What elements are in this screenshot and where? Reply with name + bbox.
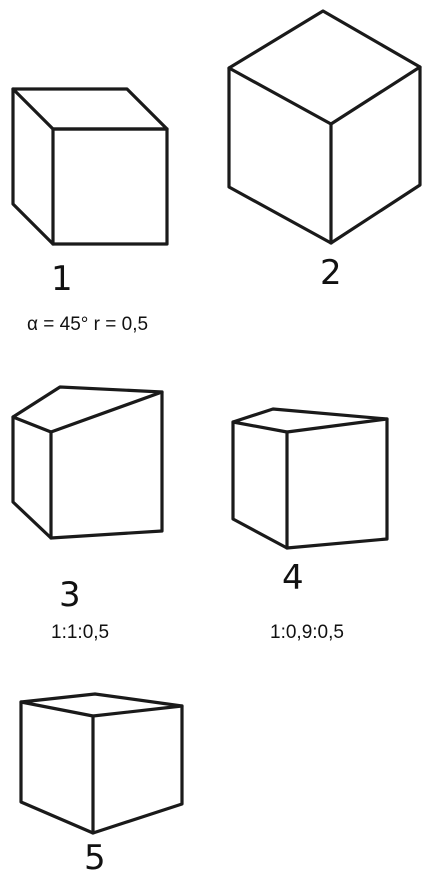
cube-4-dimetric [231,407,389,550]
figure-4-number: 4 [282,558,304,598]
figure-4-caption: 1:0,9:0,5 [270,622,344,643]
cube-3-dimetric [11,385,164,540]
cube-5-trimetric [19,692,184,835]
figure-1-number: 1 [51,259,73,299]
figure-3-number: 3 [59,575,81,615]
cube-1-oblique [11,87,169,246]
figure-1-caption: α = 45° r = 0,5 [27,314,149,335]
cube-2-isometric [227,9,422,245]
figure-5-number: 5 [84,838,106,878]
figure-2-number: 2 [320,253,342,293]
figure-3-caption: 1:1:0,5 [51,622,110,643]
